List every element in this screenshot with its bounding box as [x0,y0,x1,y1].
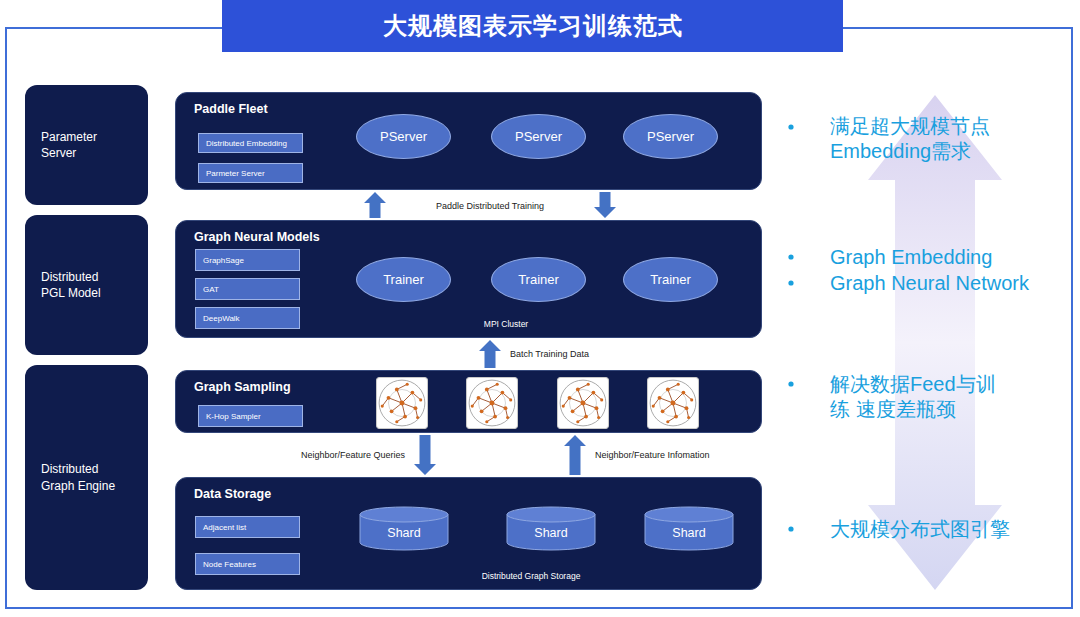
feature-note: Graph Neural Network [830,271,1029,296]
node-label: GAT [203,285,219,294]
feature-note: 满足超大规模节点 Embedding需求 [830,114,1008,164]
layer-panel: Graph SamplingK-Hop Sampler [175,370,762,433]
node-label: Trainer [518,272,559,287]
node-label: Trainer [650,272,691,287]
node-label: PServer [515,129,562,144]
node-label: PServer [647,129,694,144]
bullet [788,124,793,129]
graph-image [467,378,518,429]
node-label: Parameter Server [41,129,123,161]
feature-note: 解决数据Feed与训练 速度差瓶颈 [830,372,1008,422]
edge-label: Batch Training Data [510,349,589,359]
bullet [788,526,793,531]
module-tag: K-Hop Sampler [198,405,303,427]
block-arrow [564,435,586,475]
module-tag: Adjacent list [195,516,300,538]
block-arrow [479,340,501,368]
feature-note: Graph Embedding [830,245,992,270]
server-ellipse: PServer [491,114,586,159]
edge-label: Neighbor/Feature Queries [301,450,405,460]
module-tag: GraphSage [195,249,300,271]
node-footnote: Distributed Graph Storage [482,571,581,581]
node-label: Shard [672,526,705,540]
node-label: Graph Sampling [194,380,291,394]
bullet [788,254,793,259]
node-label: K-Hop Sampler [206,412,261,421]
node-label: Shard [534,526,567,540]
graph-image [377,378,428,429]
layer-panel: Paddle FleetDistributed EmbeddingParmete… [175,92,762,190]
node-label: Distributed PGL Model [41,269,123,301]
storage-cylinder: Shard [359,506,449,551]
node-label: Graph Neural Models [194,230,320,244]
node-label: Distributed Embedding [206,139,287,148]
layer-panel: Graph Neural ModelsMPI Cluster GraphSageG… [175,220,762,338]
block-arrow [594,192,616,218]
block-arrow [414,435,436,475]
node-label: Paddle Fleet [194,102,268,116]
double-arrow-shape [868,95,1002,590]
module-tag: DeepWalk [195,307,300,329]
cylinder-top [360,507,448,522]
bullet [788,280,793,285]
graph-image [558,378,609,429]
layer-label-box: Distributed Graph Engine [25,365,148,590]
node-label: GraphSage [203,256,244,265]
server-ellipse: Trainer [623,257,718,302]
layer-panel: Data StorageDistributed Graph Storage Adj… [175,477,762,590]
node-label: Trainer [383,272,424,287]
node-label: Node Features [203,560,256,569]
server-ellipse: Trainer [356,257,451,302]
node-label: DeepWalk [203,314,240,323]
module-tag: GAT [195,278,300,300]
feature-note: 大规模分布式图引擎 [830,517,1010,542]
module-tag: Node Features [195,553,300,575]
graph-image [648,378,699,429]
title-bar: 大规模图表示学习训练范式 [222,0,843,52]
server-ellipse: PServer [623,114,718,159]
title-text: 大规模图表示学习训练范式 [383,10,683,42]
node-label: Data Storage [194,487,271,501]
module-tag: Parmeter Server [198,163,303,183]
cylinder-top [645,507,733,522]
block-arrow [364,192,386,218]
storage-cylinder: Shard [644,506,734,551]
server-ellipse: Trainer [491,257,586,302]
node-label: Parmeter Server [206,169,265,178]
flow-label: Paddle Distributed Training [436,201,544,211]
server-ellipse: PServer [356,114,451,159]
layer-label-box: Parameter Server [25,85,148,205]
node-label: Distributed Graph Engine [41,461,123,493]
node-footnote: MPI Cluster [484,319,528,329]
node-label: PServer [380,129,427,144]
module-tag: Distributed Embedding [198,133,303,153]
edge-label: Neighbor/Feature Infomation [595,450,710,460]
cylinder-top [507,507,595,522]
layer-label-box: Distributed PGL Model [25,215,148,355]
bullet [788,381,793,386]
storage-cylinder: Shard [506,506,596,551]
node-label: Shard [387,526,420,540]
node-label: Adjacent list [203,523,246,532]
